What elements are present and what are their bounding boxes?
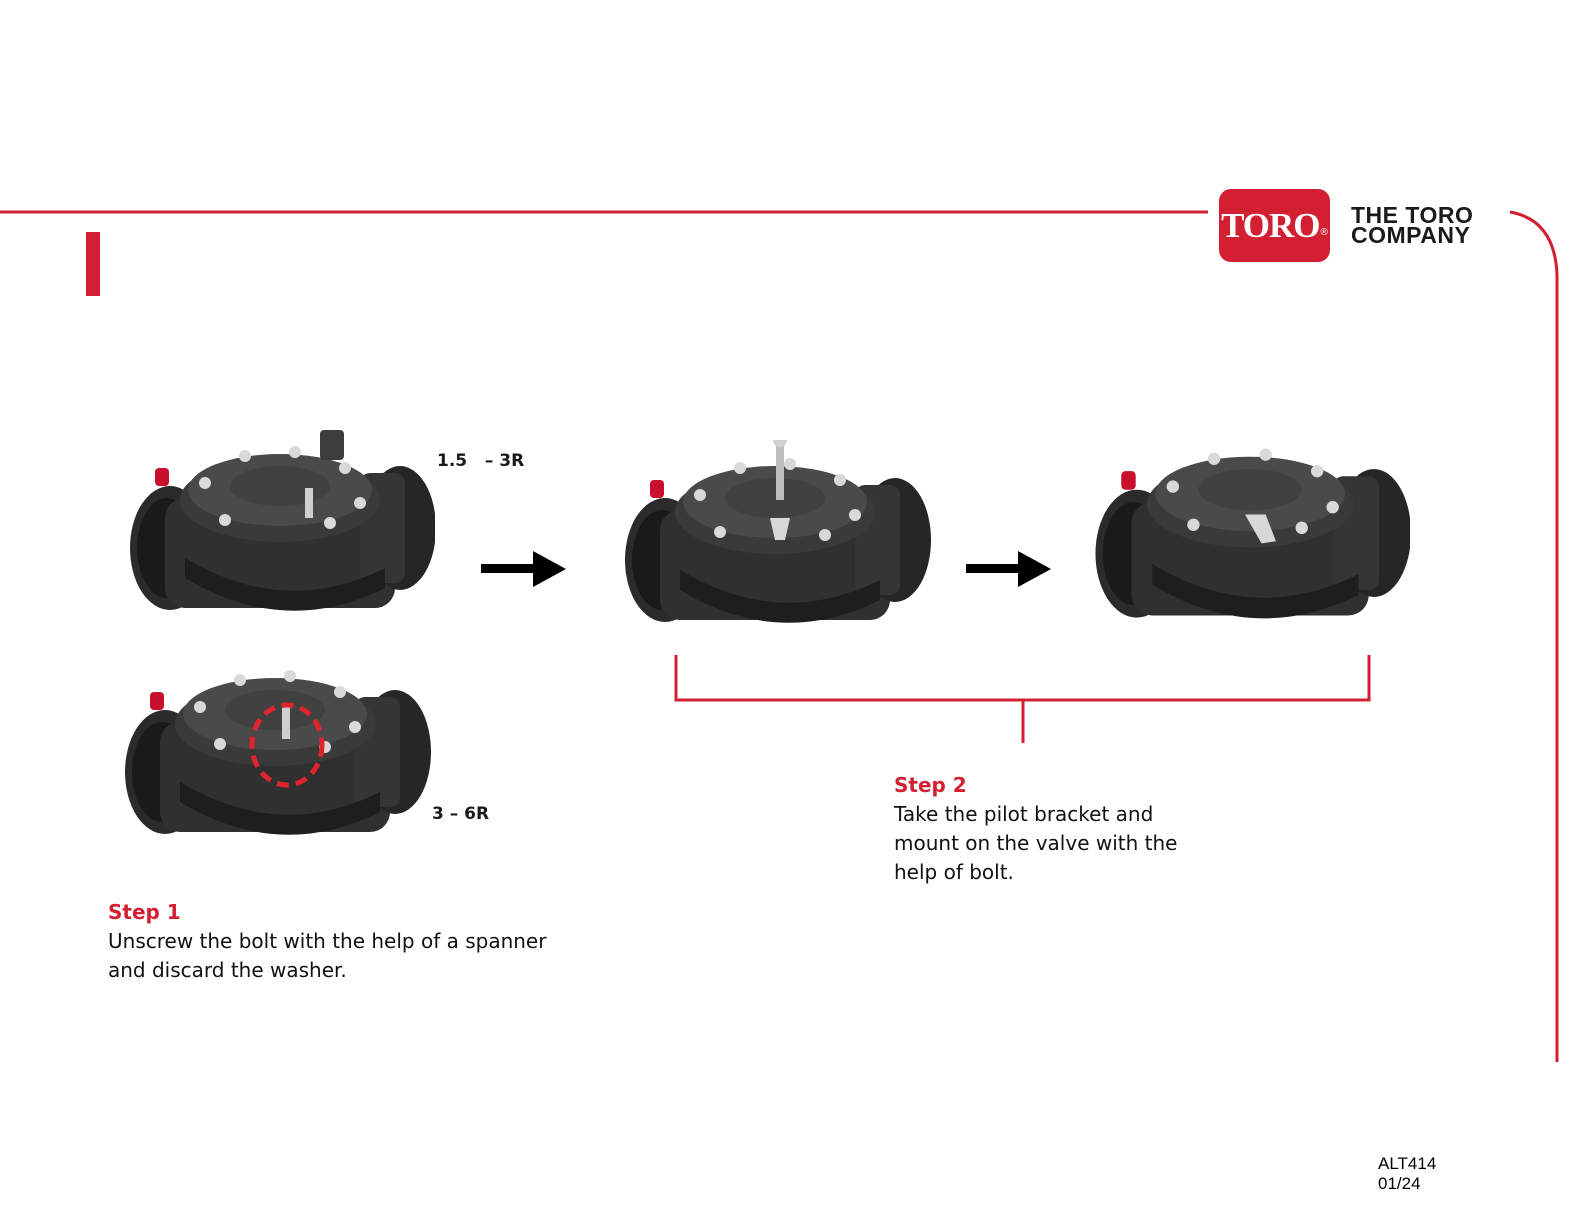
size-label-large: 3 – 6R	[432, 804, 489, 824]
document-date: 01/24	[1378, 1174, 1436, 1194]
step-1-line-1: Unscrew the bolt with the help of a span…	[108, 927, 573, 956]
step-1-text: Unscrew the bolt with the help of a span…	[108, 927, 573, 985]
frame-curve	[1510, 212, 1557, 1062]
registered-mark: ®	[1321, 227, 1328, 238]
company-line-2: COMPANY	[1351, 225, 1473, 245]
valve-illustration-1	[115, 428, 435, 628]
title-accent-bar	[86, 232, 100, 296]
arrow-right-icon	[966, 551, 1051, 587]
document-code: ALT414	[1378, 1154, 1436, 1174]
step-2-title: Step 2	[894, 773, 967, 797]
step-1-title: Step 1	[108, 900, 181, 924]
logo-text: TORO	[1221, 206, 1319, 246]
valve-illustration-4	[1080, 428, 1410, 638]
size-label-small: 1.5 – 3R	[437, 451, 524, 471]
arrow-right-icon	[481, 551, 566, 587]
bolt-icon	[305, 488, 313, 518]
footer-code: ALT414 01/24	[1378, 1154, 1436, 1194]
step-2-line-3: help of bolt.	[894, 858, 1194, 887]
valve-illustration-3	[605, 440, 935, 640]
bolt-icon	[776, 440, 784, 500]
toro-logo: TORO ®	[1219, 189, 1330, 262]
step-1-line-2: and discard the washer.	[108, 956, 573, 985]
step-2-line-1: Take the pilot bracket and	[894, 800, 1194, 829]
step-2-line-2: mount on the valve with the	[894, 829, 1194, 858]
step-2-text: Take the pilot bracket and mount on the …	[894, 800, 1194, 887]
company-name: THE TORO COMPANY	[1351, 205, 1473, 245]
step-2-bracket	[670, 655, 1375, 745]
highlight-circle	[247, 700, 327, 790]
